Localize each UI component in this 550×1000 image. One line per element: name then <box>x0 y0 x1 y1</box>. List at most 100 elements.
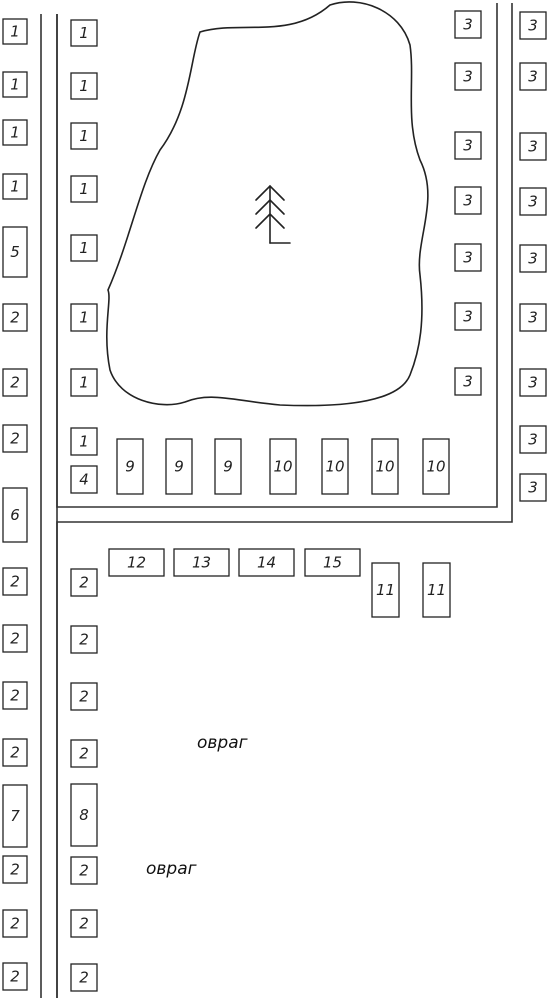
plot-box <box>214 438 242 495</box>
plot-low-13: 13 <box>173 548 230 577</box>
plot-low-2f: 2 <box>70 909 98 938</box>
plot-number: 2 <box>10 861 20 879</box>
plot-left-1c: 1 <box>2 119 28 146</box>
plot-box <box>519 62 547 91</box>
ravine-label-2: овраг <box>146 859 197 879</box>
plot-box <box>519 244 547 273</box>
plot-right-3f: 3 <box>519 303 547 332</box>
plot-number: 1 <box>79 24 89 42</box>
plot-box <box>70 234 98 262</box>
plot-left-2h: 2 <box>2 855 28 884</box>
plot-box <box>519 473 547 502</box>
plot-number: 6 <box>10 506 20 524</box>
plot-number: 14 <box>257 554 276 572</box>
plot-low-12: 12 <box>108 548 165 577</box>
plot-number: 2 <box>10 968 20 986</box>
plot-number: 11 <box>427 581 446 599</box>
plot-number: 9 <box>174 458 184 476</box>
plot-box <box>519 303 547 332</box>
plot-box <box>454 131 482 160</box>
plot-box <box>165 438 193 495</box>
plot-right-3e: 3 <box>519 244 547 273</box>
plot-number: 2 <box>79 574 89 592</box>
plot-box <box>70 963 98 992</box>
plot-box <box>371 562 400 618</box>
plot-low-2c: 2 <box>70 682 98 711</box>
plot-box <box>2 303 28 332</box>
plot-left-2b: 2 <box>2 368 28 397</box>
plot-number: 9 <box>125 458 135 476</box>
plot-left-2i: 2 <box>2 909 28 938</box>
plot-number: 7 <box>10 807 20 825</box>
plot-in-1h: 1 <box>70 427 98 456</box>
plot-right-3i: 3 <box>519 473 547 502</box>
plot-low-11a: 11 <box>371 562 400 618</box>
plot-left-1b: 1 <box>2 71 28 98</box>
plot-box <box>70 568 98 597</box>
plot-low-2a: 2 <box>70 568 98 597</box>
plot-box <box>519 11 547 40</box>
plot-box <box>2 962 28 991</box>
plot-number: 3 <box>463 373 473 391</box>
plot-number: 10 <box>325 458 344 476</box>
plot-box <box>519 368 547 397</box>
plot-box <box>70 122 98 150</box>
plot-right-3h: 3 <box>519 425 547 454</box>
plot-row-10a: 10 <box>269 438 297 495</box>
plot-box <box>454 367 482 396</box>
plot-box <box>70 465 98 494</box>
plot-number: 2 <box>79 631 89 649</box>
plot-in-1d: 1 <box>70 175 98 203</box>
plot-box <box>422 562 451 618</box>
plot-box <box>304 548 361 577</box>
plot-number: 15 <box>323 554 342 572</box>
plot-box <box>70 783 98 847</box>
plot-in-3b: 3 <box>454 62 482 91</box>
plot-number: 3 <box>463 192 473 210</box>
plot-box <box>2 909 28 938</box>
plot-left-6: 6 <box>2 487 28 543</box>
plot-number: 1 <box>10 178 20 196</box>
plot-number: 3 <box>528 17 538 35</box>
plot-number: 3 <box>528 250 538 268</box>
plot-number: 3 <box>528 138 538 156</box>
plot-number: 2 <box>79 915 89 933</box>
plot-box <box>321 438 349 495</box>
plot-box <box>70 856 98 885</box>
plot-number: 4 <box>79 471 89 489</box>
road-upper-border <box>56 3 498 508</box>
plot-number: 3 <box>463 308 473 326</box>
plot-low-2b: 2 <box>70 625 98 654</box>
plot-left-2f: 2 <box>2 681 28 710</box>
plot-left-2c: 2 <box>2 424 28 453</box>
plot-number: 3 <box>463 137 473 155</box>
plot-in-1a: 1 <box>70 19 98 47</box>
plot-box <box>70 427 98 456</box>
plot-box <box>70 19 98 47</box>
plot-number: 1 <box>10 124 20 142</box>
plot-box <box>454 186 482 215</box>
plot-box <box>2 567 28 596</box>
plot-in-1c: 1 <box>70 122 98 150</box>
plot-low-2g: 2 <box>70 963 98 992</box>
plot-box <box>70 72 98 100</box>
plot-box <box>454 302 482 331</box>
plot-low-11b: 11 <box>422 562 451 618</box>
plot-number: 13 <box>192 554 211 572</box>
plot-row-10c: 10 <box>371 438 399 495</box>
plot-box <box>2 784 28 848</box>
plot-number: 1 <box>79 374 89 392</box>
plot-box <box>70 175 98 203</box>
plot-number: 3 <box>463 16 473 34</box>
plot-box <box>70 625 98 654</box>
plot-box <box>371 438 399 495</box>
plot-box <box>2 173 28 200</box>
plot-number: 5 <box>10 243 20 261</box>
plot-box <box>269 438 297 495</box>
plot-box <box>519 187 547 216</box>
plot-low-8: 8 <box>70 783 98 847</box>
plot-number: 2 <box>79 969 89 987</box>
plot-box <box>2 226 28 278</box>
